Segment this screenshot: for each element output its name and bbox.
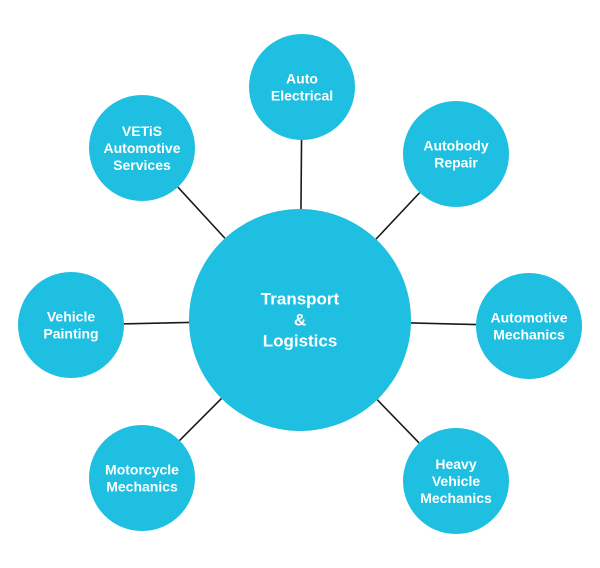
node-circle-center xyxy=(189,209,411,431)
node-label-autobody-repair-line-2: Repair xyxy=(434,155,478,171)
node-label-vehicle-painting-line-2: Painting xyxy=(43,326,98,342)
node-center: Transport & Logistics xyxy=(189,209,411,431)
node-circle-automotive-mechanics xyxy=(476,273,582,379)
connector-auto-electrical xyxy=(300,139,303,210)
node-circle-vehicle-painting xyxy=(18,272,124,378)
node-label-automotive-mechanics-line-1: Automotive xyxy=(491,310,568,326)
node-circle-auto-electrical xyxy=(249,34,355,140)
connector-autobody-repair xyxy=(375,192,421,240)
node-label-center-line-1: Transport xyxy=(261,290,340,309)
node-label-auto-electrical-line-1: Auto xyxy=(286,71,318,87)
node-label-automotive-mechanics-line-2: Mechanics xyxy=(493,327,565,343)
node-circle-vetis-automotive-services xyxy=(89,95,195,201)
node-label-center-line-3: Logistics xyxy=(263,332,338,351)
node-label-auto-electrical-line-2: Electrical xyxy=(271,88,333,104)
node-circle-motorcycle-mechanics xyxy=(89,425,195,531)
connector-vehicle-painting xyxy=(123,321,190,325)
connector-heavy-vehicle-mechanics xyxy=(376,399,420,444)
node-circle-heavy-vehicle-mechanics xyxy=(403,428,509,534)
node-label-vetis-automotive-services-line-2: Automotive xyxy=(104,140,181,156)
node-label-heavy-vehicle-mechanics-line-3: Mechanics xyxy=(420,490,492,506)
node-label-vehicle-painting-line-1: Vehicle xyxy=(47,309,95,325)
node-label-vetis-automotive-services-line-3: Services xyxy=(113,157,171,173)
node-label-autobody-repair-line-1: Autobody xyxy=(423,138,489,154)
node-circle-autobody-repair xyxy=(403,101,509,207)
connector-lines xyxy=(123,139,477,444)
node-label-motorcycle-mechanics-line-2: Mechanics xyxy=(106,479,178,495)
node-layer: Transport & Logistics AutoElectricalAutobod… xyxy=(18,34,582,534)
node-label-motorcycle-mechanics-line-1: Motorcycle xyxy=(105,462,179,478)
connector-vetis-automotive-services xyxy=(177,186,226,239)
node-label-heavy-vehicle-mechanics-line-1: Heavy xyxy=(435,456,476,472)
node-label-heavy-vehicle-mechanics-line-2: Vehicle xyxy=(432,473,480,489)
node-label-center-line-2: & xyxy=(294,311,306,330)
connector-automotive-mechanics xyxy=(410,322,477,326)
node-label-vetis-automotive-services-line-1: VETiS xyxy=(122,123,162,139)
connector-motorcycle-mechanics xyxy=(178,397,223,442)
